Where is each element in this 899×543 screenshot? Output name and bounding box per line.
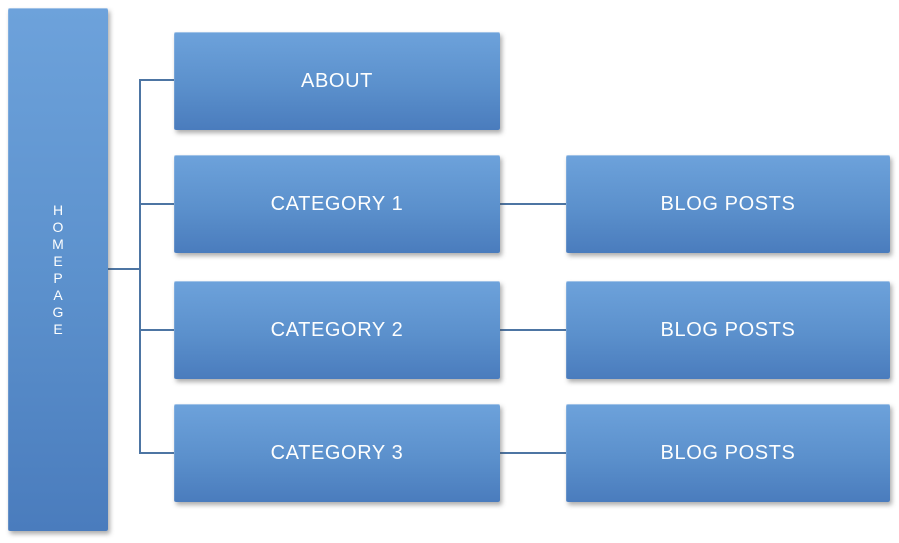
blog-posts-2-label: BLOG POSTS [660,318,796,341]
category-3-label: CATEGORY 3 [270,441,404,464]
connector-category-2-blog-posts [500,329,566,331]
about-label: ABOUT [301,69,373,92]
connector-trunk-about [139,79,174,81]
homepage-label: HOMEPAGE [50,201,66,338]
node-homepage: HOMEPAGE [8,8,108,531]
connector-trunk-category-3 [139,452,174,454]
node-blog-posts-2: BLOG POSTS [566,281,890,379]
connector-trunk-category-2 [139,329,174,331]
connector-category-3-blog-posts [500,452,566,454]
category-1-label: CATEGORY 1 [270,192,404,215]
node-category-3: CATEGORY 3 [174,404,500,502]
node-category-1: CATEGORY 1 [174,155,500,253]
node-about: ABOUT [174,32,500,130]
blog-posts-1-label: BLOG POSTS [660,192,796,215]
connector-trunk-category-1 [139,203,174,205]
blog-posts-3-label: BLOG POSTS [660,441,796,464]
connector-homepage-trunk [108,268,140,270]
connector-category-1-blog-posts [500,203,566,205]
node-blog-posts-1: BLOG POSTS [566,155,890,253]
category-2-label: CATEGORY 2 [270,318,404,341]
connector-trunk [139,79,141,454]
node-category-2: CATEGORY 2 [174,281,500,379]
node-blog-posts-3: BLOG POSTS [566,404,890,502]
